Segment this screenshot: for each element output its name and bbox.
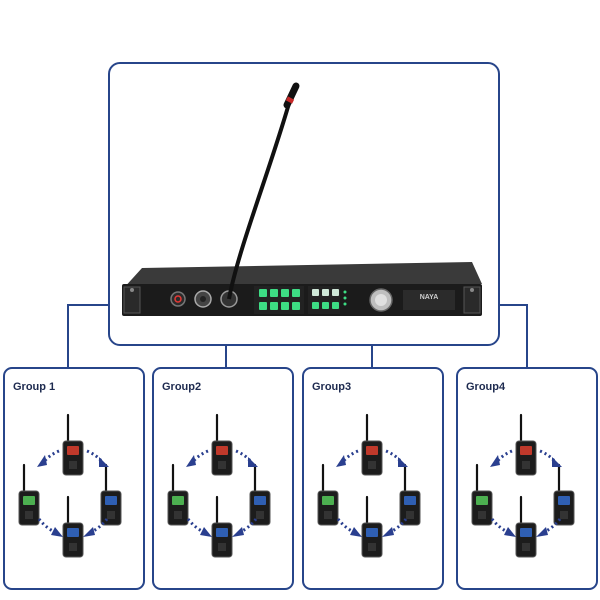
walkie-talkie-icon — [211, 495, 233, 558]
rotation-arrow-icon — [86, 449, 109, 467]
walkie-talkie-icon — [62, 413, 84, 476]
group-label: Group3 — [312, 381, 352, 393]
rotation-arrow-icon — [385, 449, 408, 467]
walkie-talkie-icon — [317, 463, 339, 526]
group-box-1: Group 1 — [3, 367, 145, 590]
radio-cluster-icon — [471, 413, 575, 558]
rack-top — [122, 262, 482, 290]
walkie-talkie-icon — [18, 463, 40, 526]
walkie-talkie-icon — [249, 463, 271, 526]
walkie-talkie-icon — [211, 413, 233, 476]
rotation-arrow-icon — [536, 518, 562, 537]
group-label: Group 1 — [13, 381, 56, 393]
rotation-arrow-icon — [235, 449, 258, 467]
gooseneck-microphone — [227, 99, 292, 300]
rotation-arrow-icon — [336, 518, 362, 537]
group-box-3: Group3 — [302, 367, 444, 590]
rotation-arrow-icon — [539, 449, 562, 467]
walkie-talkie-icon — [515, 413, 537, 476]
walkie-talkie-icon — [62, 495, 84, 558]
walkie-talkie-icon — [553, 463, 575, 526]
speaker-grille — [403, 290, 455, 310]
group-box-4: Group4 — [456, 367, 598, 590]
group-box-2: Group2 — [152, 367, 294, 590]
rotation-arrow-icon — [382, 518, 408, 537]
walkie-talkie-icon — [515, 495, 537, 558]
rotation-arrow-icon — [490, 449, 513, 467]
walkie-talkie-icon — [167, 463, 189, 526]
group-label: Group2 — [162, 381, 202, 393]
walkie-talkie-icon — [100, 463, 122, 526]
group-label: Group4 — [466, 381, 506, 393]
brand-logo: NAYA — [420, 294, 439, 301]
rack-ear-left — [123, 286, 141, 314]
rotation-arrow-icon — [490, 518, 516, 537]
power-button-icon — [170, 291, 186, 307]
rack-ear-right — [463, 286, 481, 314]
walkie-talkie-icon — [471, 463, 493, 526]
walkie-talkie-icon — [399, 463, 421, 526]
rotation-arrow-icon — [186, 518, 212, 537]
rotation-arrow-icon — [83, 518, 109, 537]
rotation-arrow-icon — [37, 449, 60, 467]
rotation-arrow-icon — [336, 449, 359, 467]
rotation-arrow-icon — [186, 449, 209, 467]
radio-cluster-icon — [317, 413, 421, 558]
walkie-talkie-icon — [361, 495, 383, 558]
rotation-arrow-icon — [232, 518, 258, 537]
walkie-talkie-icon — [361, 413, 383, 476]
rotation-arrow-icon — [37, 518, 63, 537]
radio-cluster-icon — [167, 413, 271, 558]
radio-cluster-icon — [18, 413, 122, 558]
